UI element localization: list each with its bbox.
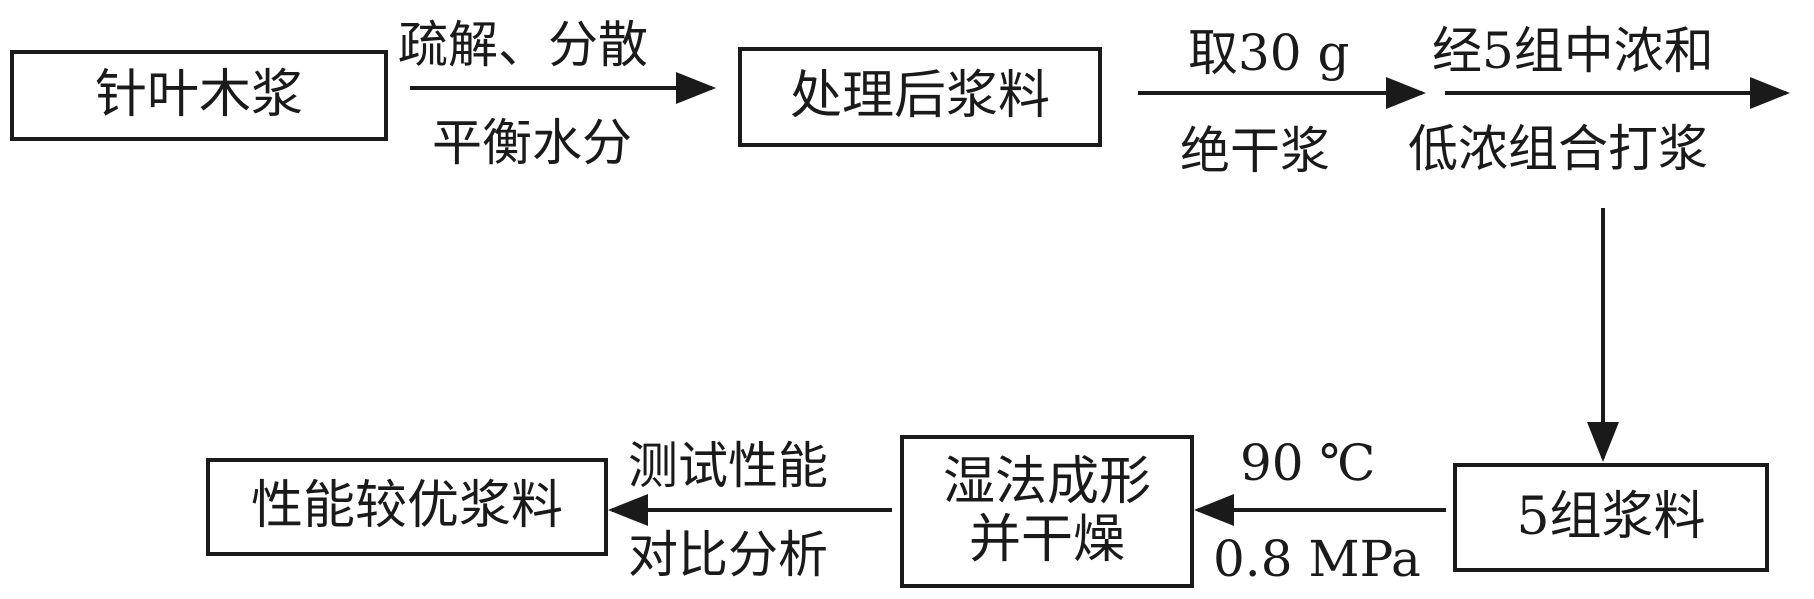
box-wet-forming-line1: 湿法成形: [942, 452, 1151, 513]
label-disperse: 疏解、分散: [398, 16, 648, 74]
label-test-performance: 测试性能: [628, 437, 828, 495]
box-best-pulp: 性能较优浆料: [206, 458, 608, 556]
label-pressure: 0.8 MPa: [1213, 530, 1421, 588]
box-softwood-pulp: 针叶木浆: [10, 50, 388, 141]
box-wet-forming-line2: 并干燥: [968, 509, 1125, 570]
label-oven-dry-pulp: 绝干浆: [1180, 122, 1330, 180]
label-compare-analysis: 对比分析: [628, 526, 828, 584]
box-five-group-pulp-label: 5组浆料: [1516, 486, 1706, 547]
box-treated-pulp: 处理后浆料: [738, 47, 1102, 147]
box-five-group-pulp: 5组浆料: [1453, 463, 1769, 572]
box-treated-pulp-label: 处理后浆料: [789, 66, 1050, 127]
label-balance-moisture: 平衡水分: [432, 114, 632, 172]
box-softwood-pulp-label: 针叶木浆: [94, 64, 303, 125]
label-temperature: 90 ℃: [1240, 434, 1376, 492]
box-best-pulp-label: 性能较优浆料: [250, 476, 563, 537]
box-wet-forming: 湿法成形 并干燥: [900, 435, 1194, 588]
label-combined-beating: 低浓组合打浆: [1408, 120, 1708, 178]
label-five-group-beating: 经5组中浓和: [1432, 22, 1714, 80]
label-take-30g: 取30 g: [1188, 24, 1350, 82]
